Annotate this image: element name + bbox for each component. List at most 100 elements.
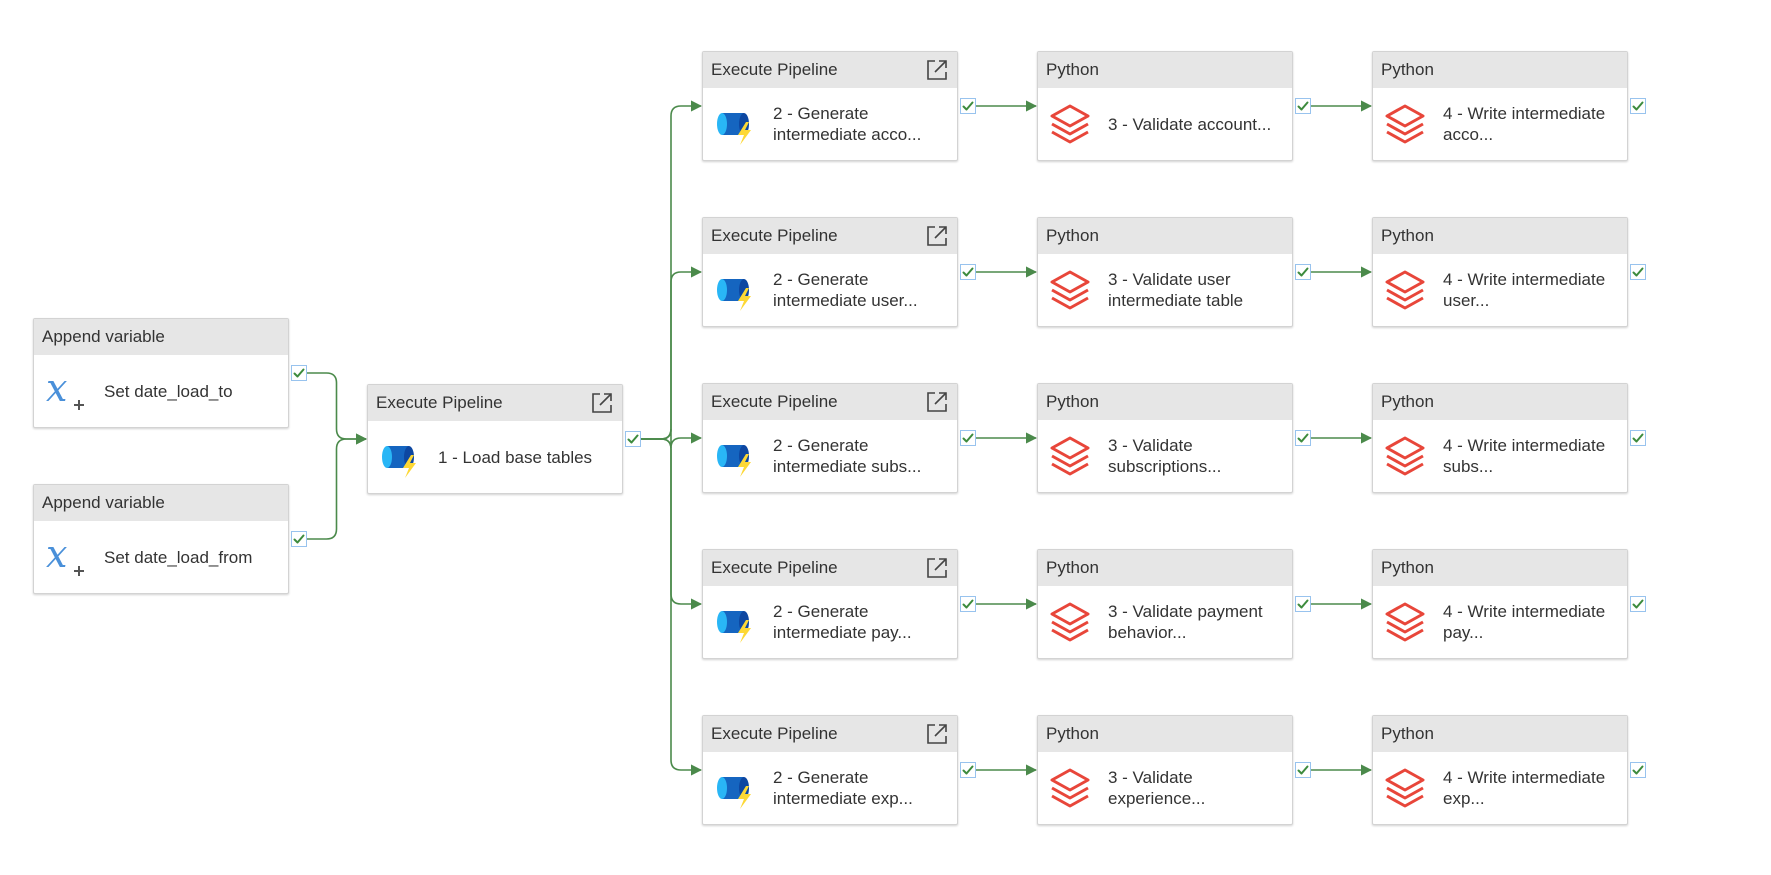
databricks-icon [1383,102,1427,146]
activity-header: Execute Pipeline [368,385,622,421]
success-output-port[interactable] [1630,430,1646,446]
activity-name: 4 - Write intermediate user... [1443,270,1606,310]
activity-py4d[interactable]: Python 4 - Write intermediate pay... [1372,549,1628,659]
activity-type: Python [1046,392,1099,411]
activity-name: 2 - Generate intermediate subs... [773,436,922,476]
edge-exec1-to-exec2c [641,428,703,449]
success-output-port[interactable] [625,431,641,447]
activity-exec2c[interactable]: Execute Pipeline 2 - Generate intermedia… [702,383,958,493]
activity-header: Python [1038,384,1292,420]
activity-type: Execute Pipeline [711,724,838,743]
activity-exec2d[interactable]: Execute Pipeline 2 - Generate intermedia… [702,549,958,659]
success-output-port[interactable] [1295,264,1311,280]
activity-header: Python [1373,384,1627,420]
activity-append1[interactable]: Append variable x Set date_load_to [33,318,289,428]
activity-body: x Set date_load_from [34,521,288,593]
activity-body: 1 - Load base tables [368,421,622,493]
activity-type: Execute Pipeline [711,558,838,577]
activity-header: Append variable [34,319,288,355]
activity-py4a[interactable]: Python 4 - Write intermediate acco... [1372,51,1628,161]
activity-name: 2 - Generate intermediate acco... [773,104,922,144]
success-output-port[interactable] [1295,98,1311,114]
activity-body: 3 - Validate payment behavior... [1038,586,1292,658]
activity-py3b[interactable]: Python 3 - Validate user intermediate ta… [1037,217,1293,327]
activity-py4e[interactable]: Python 4 - Write intermediate exp... [1372,715,1628,825]
activity-body: 2 - Generate intermediate exp... [703,752,957,824]
activity-py3c[interactable]: Python 3 - Validate subscriptions... [1037,383,1293,493]
activity-type: Execute Pipeline [711,226,838,245]
activity-py3a[interactable]: Python 3 - Validate account... [1037,51,1293,161]
activity-py3d[interactable]: Python 3 - Validate payment behavior... [1037,549,1293,659]
activity-header: Python [1373,716,1627,752]
databricks-icon [1048,102,1092,146]
success-output-port[interactable] [1295,596,1311,612]
activity-type: Execute Pipeline [376,393,503,412]
activity-type: Python [1046,558,1099,577]
edge-append1-to-exec1 [307,372,368,445]
activity-body: 2 - Generate intermediate acco... [703,88,957,160]
success-output-port[interactable] [1630,98,1646,114]
activity-body: 2 - Generate intermediate subs... [703,420,957,492]
databricks-icon [1048,434,1092,478]
activity-type: Append variable [42,327,165,346]
success-output-port[interactable] [291,531,307,547]
activity-type: Append variable [42,493,165,512]
activity-name: 2 - Generate intermediate user... [773,270,918,310]
variable-icon: x [44,532,88,579]
activity-exec2a[interactable]: Execute Pipeline 2 - Generate intermedia… [702,51,958,161]
activity-name: 3 - Validate user intermediate table [1108,270,1244,310]
open-in-new-icon[interactable] [925,722,949,746]
activity-name: 4 - Write intermediate acco... [1443,104,1606,144]
activity-name: 1 - Load base tables [438,447,593,467]
activity-name: 4 - Write intermediate pay... [1443,602,1606,642]
activity-header: Python [1038,550,1292,586]
success-output-port[interactable] [1630,264,1646,280]
open-in-new-icon[interactable] [925,390,949,414]
activity-header: Execute Pipeline [703,550,957,586]
success-output-port[interactable] [1295,762,1311,778]
activity-header: Execute Pipeline [703,384,957,420]
open-in-new-icon[interactable] [925,556,949,580]
databricks-icon [1048,766,1092,810]
activity-body: x Set date_load_to [34,355,288,427]
activity-header: Append variable [34,485,288,521]
success-output-port[interactable] [1630,596,1646,612]
success-output-port[interactable] [1295,430,1311,446]
activity-body: 3 - Validate experience... [1038,752,1292,824]
success-output-port[interactable] [960,596,976,612]
pipeline-icon [713,268,757,312]
success-output-port[interactable] [960,430,976,446]
open-in-new-icon[interactable] [925,58,949,82]
success-output-port[interactable] [960,762,976,778]
activity-body: 4 - Write intermediate exp... [1373,752,1627,824]
pipeline-icon [713,434,757,478]
pipeline-icon [713,102,757,146]
activity-py3e[interactable]: Python 3 - Validate experience... [1037,715,1293,825]
success-output-port[interactable] [960,264,976,280]
activity-exec2b[interactable]: Execute Pipeline 2 - Generate intermedia… [702,217,958,327]
databricks-icon [1048,600,1092,644]
activity-append2[interactable]: Append variable x Set date_load_from [33,484,289,594]
activity-py4b[interactable]: Python 4 - Write intermediate user... [1372,217,1628,327]
success-output-port[interactable] [960,98,976,114]
activity-exec2e[interactable]: Execute Pipeline 2 - Generate intermedia… [702,715,958,825]
activity-type: Execute Pipeline [711,60,838,79]
open-in-new-icon[interactable] [925,224,949,248]
activity-name: 3 - Validate experience... [1108,768,1206,808]
activity-header: Python [1038,218,1292,254]
activity-type: Python [1381,226,1434,245]
databricks-icon [1383,268,1427,312]
activity-body: 3 - Validate account... [1038,88,1292,160]
activity-header: Python [1038,716,1292,752]
edge-exec1-to-exec2d [641,438,703,610]
success-output-port[interactable] [291,365,307,381]
activity-py4c[interactable]: Python 4 - Write intermediate subs... [1372,383,1628,493]
activity-type: Python [1381,724,1434,743]
activity-type: Python [1381,60,1434,79]
activity-name: 3 - Validate account... [1108,114,1272,134]
open-in-new-icon[interactable] [590,391,614,415]
success-output-port[interactable] [1630,762,1646,778]
databricks-icon [1383,600,1427,644]
activity-exec1[interactable]: Execute Pipeline 1 - Load base tables [367,384,623,494]
